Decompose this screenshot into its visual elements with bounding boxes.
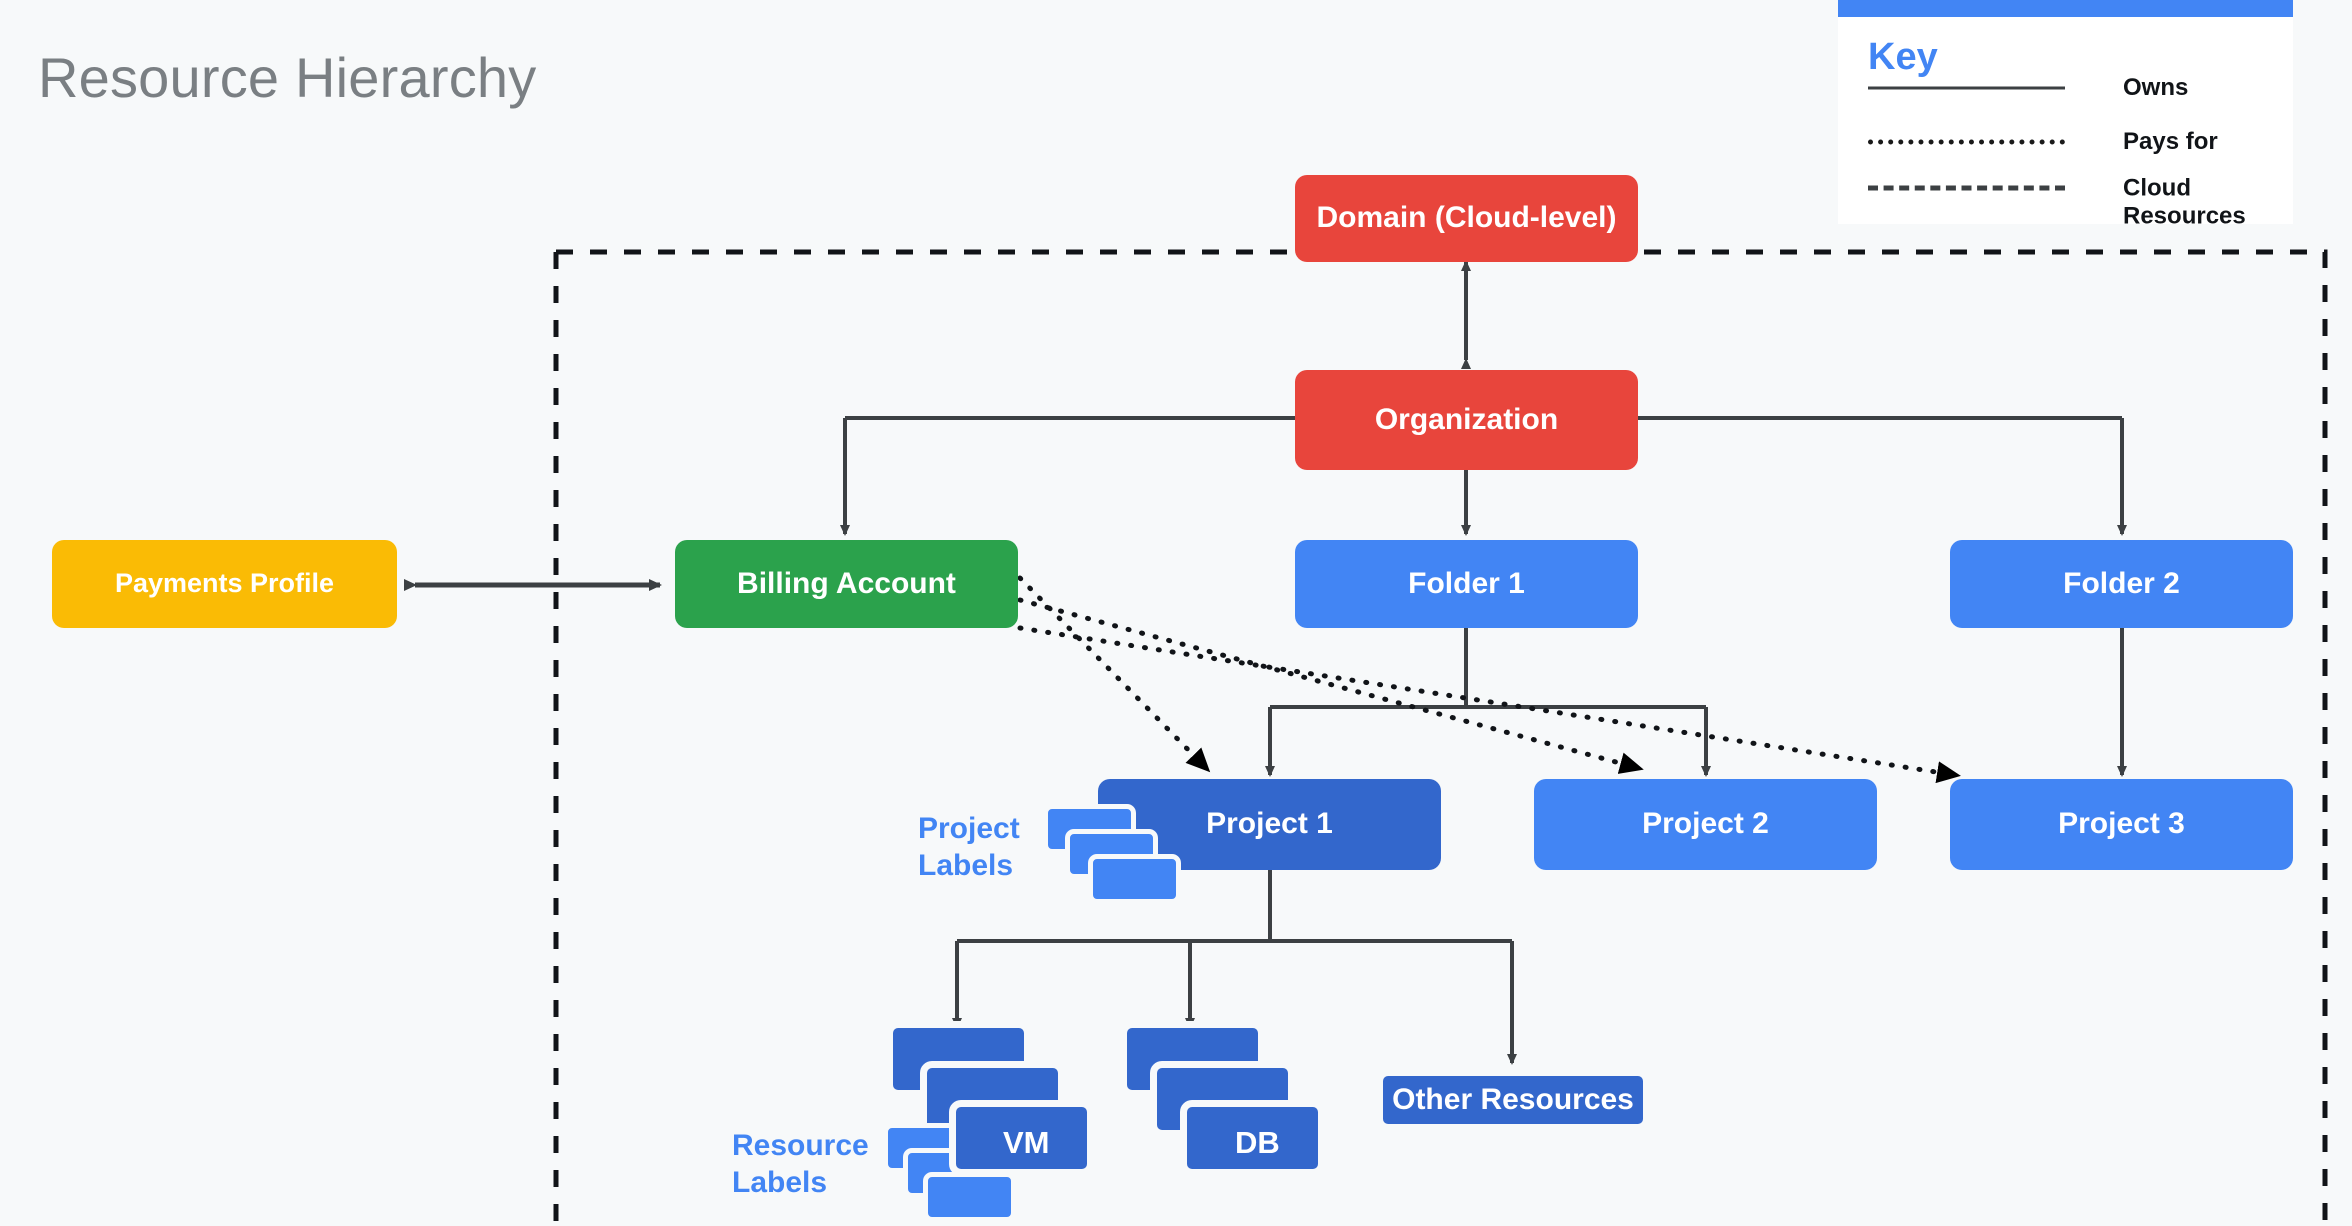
vm-card-front [949,1100,1094,1176]
node-project-2[interactable]: Project 2 [1534,779,1877,870]
db-card-front [1180,1100,1325,1176]
edge-billing-pays-project3 [1017,625,1961,784]
legend-line-dotted [1868,139,2065,145]
node-domain[interactable]: Domain (Cloud-level) [1295,175,1638,262]
legend-label-pays-for: Pays for [2123,128,2218,156]
node-organization[interactable]: Organization [1295,370,1638,470]
edge-billing-pays-project1 [1017,575,1211,773]
cloud-boundary-dashed [556,249,2328,1226]
node-billing-account[interactable]: Billing Account [675,540,1018,628]
resource-labels-text: Resource Labels [732,1129,869,1199]
node-folder-2[interactable]: Folder 2 [1950,540,2293,628]
legend-label-owns: Owns [2123,74,2189,102]
page-title: Resource Hierarchy [38,46,537,109]
legend-accent-bar [1838,0,2293,17]
db-label: DB [1235,1125,1280,1160]
node-project-1[interactable]: Project 1 [1098,779,1441,870]
legend-label-cloud-resources: Cloud Resources [2123,174,2246,229]
legend-row-cloud-resources: Cloud Resources [1868,172,2288,232]
legend-row-pays-for: Pays for [1868,122,2288,162]
resource-label-tab-3 [923,1172,1016,1222]
node-other-resources[interactable]: Other Resources [1376,1069,1650,1131]
legend-row-owns: Owns [1868,68,2288,108]
vm-label: VM [1003,1125,1050,1160]
legend-title: Key [1868,36,1938,78]
node-project-3[interactable]: Project 3 [1950,779,2293,870]
edge-billing-pays-project2 [1017,597,1644,774]
legend-line-solid [1868,86,2065,90]
project-label-tab-3 [1088,854,1181,904]
legend-line-dashed [1868,185,2065,191]
project-labels-text: Project Labels [918,812,1020,882]
legend-panel: Key Owns Pays for Cloud Resources [1838,0,2293,229]
node-payments-profile[interactable]: Payments Profile [52,540,397,628]
node-folder-1[interactable]: Folder 1 [1295,540,1638,628]
